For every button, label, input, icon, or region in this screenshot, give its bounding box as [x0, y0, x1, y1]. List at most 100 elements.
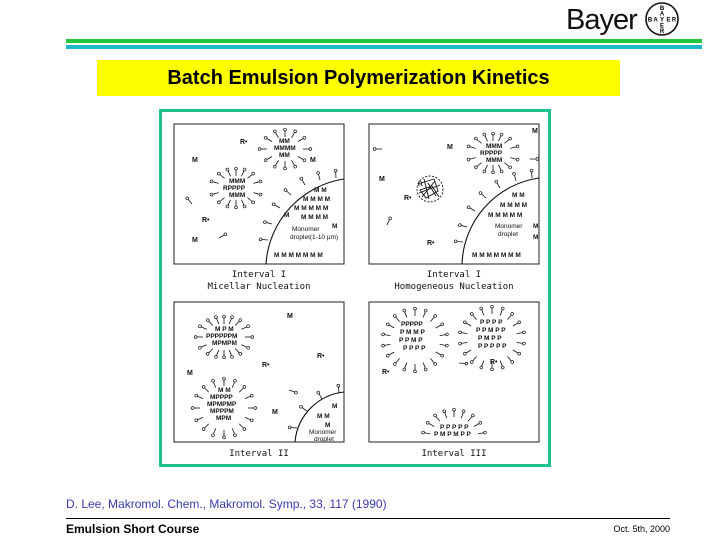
slide-title-box: Batch Emulsion Polymerization Kinetics	[97, 60, 620, 96]
micelle-nucleated: MMM RPPPP MMM	[209, 166, 263, 210]
svg-text:P P P P: P P P P	[403, 345, 426, 352]
svg-text:M: M	[284, 212, 289, 219]
caption-interval-1b: Interval I	[427, 270, 481, 280]
svg-text:M: M	[379, 176, 385, 183]
svg-text:M M: M M	[512, 192, 525, 199]
panel-interval-1-micellar: R• M M R• M MM MMMM MM	[173, 123, 345, 292]
caption-interval-1a: Interval I	[232, 270, 286, 280]
svg-text:A: A	[660, 12, 665, 18]
svg-text:M: M	[192, 237, 198, 244]
panel-interval-1-homogeneous: M M M R• R• MMM RPPPP MMM	[368, 123, 540, 292]
panel-interval-3: R• R• PPPPP P M M P P P M P P P P P	[368, 301, 540, 459]
footer-divider	[66, 518, 670, 519]
svg-text:P P P P P: P P P P P	[440, 424, 469, 431]
caption-interval-2: Interval II	[229, 449, 289, 459]
footer-date: Oct. 5th, 2000	[613, 524, 670, 534]
caption-interval-3: Interval III	[421, 449, 486, 459]
svg-text:R: R	[672, 18, 677, 24]
svg-text:M: M	[287, 313, 293, 320]
oligomer-coil: R	[416, 175, 444, 203]
svg-text:Y: Y	[660, 18, 664, 24]
footer-course-title: Emulsion Short Course	[66, 522, 200, 536]
svg-text:R: R	[660, 29, 665, 35]
slide-title: Batch Emulsion Polymerization Kinetics	[167, 66, 550, 89]
svg-text:R•: R•	[240, 139, 248, 146]
svg-text:M: M	[325, 422, 330, 429]
svg-text:P M M P: P M M P	[400, 329, 425, 336]
svg-text:P P P P P: P P P P P	[478, 343, 507, 350]
svg-text:MPM: MPM	[216, 415, 231, 422]
svg-text:droplet(1-10 µm): droplet(1-10 µm)	[290, 234, 338, 241]
svg-text:M: M	[332, 223, 337, 230]
svg-text:M M M M M M M: M M M M M M M	[472, 252, 521, 259]
svg-text:Monomer: Monomer	[292, 226, 320, 233]
svg-text:R•: R•	[317, 353, 325, 360]
svg-text:PPPPPPM: PPPPPPM	[206, 333, 237, 340]
bayer-cross-logo-icon: B A Y E R B A E R	[645, 2, 679, 36]
svg-text:MMM: MMM	[486, 143, 502, 150]
svg-text:MPPPP: MPPPP	[210, 394, 233, 401]
svg-text:A: A	[653, 18, 658, 24]
svg-text:R•: R•	[404, 195, 412, 202]
svg-text:M M M M M M M: M M M M M M M	[274, 252, 323, 259]
svg-text:MM: MM	[279, 152, 290, 159]
svg-text:R•: R•	[382, 369, 390, 376]
svg-text:Monomer: Monomer	[309, 429, 337, 436]
svg-text:B: B	[648, 18, 653, 24]
svg-text:M: M	[187, 370, 193, 377]
bayer-logo-text: Bayer	[566, 4, 638, 36]
svg-text:E: E	[666, 18, 670, 24]
svg-text:R: R	[418, 181, 423, 188]
svg-text:M: M	[192, 157, 198, 164]
interval-diagram: R• M M R• M MM MMMM MM	[173, 123, 540, 459]
svg-text:M: M	[532, 128, 538, 135]
caption-micellar-nucleation: Micellar Nucleation	[208, 282, 311, 292]
svg-text:M M M M: M M M M	[301, 214, 328, 221]
svg-text:RPPPP: RPPPP	[480, 150, 503, 157]
svg-text:M M M M: M M M M	[303, 196, 330, 203]
svg-text:MPMPM: MPMPM	[212, 340, 237, 347]
svg-text:R•: R•	[262, 362, 270, 369]
svg-text:M M M M M: M M M M M	[488, 212, 522, 219]
svg-text:M: M	[533, 223, 538, 230]
header-stripe-cyan	[66, 45, 702, 49]
svg-text:RPPPP: RPPPP	[223, 185, 246, 192]
svg-text:M: M	[533, 234, 538, 241]
svg-text:R•: R•	[202, 217, 210, 224]
svg-text:P M P M P P: P M P M P P	[434, 431, 472, 438]
svg-text:P P M P P: P P M P P	[476, 327, 506, 334]
svg-text:droplet: droplet	[314, 436, 334, 443]
svg-text:P P M P: P P M P	[399, 337, 423, 344]
svg-text:MM: MM	[279, 138, 290, 145]
svg-text:M M M M M: M M M M M	[294, 205, 328, 212]
svg-text:B: B	[660, 6, 665, 12]
svg-text:MMM: MMM	[229, 192, 245, 199]
svg-text:MMM: MMM	[486, 157, 502, 164]
svg-text:MMM: MMM	[229, 178, 245, 185]
svg-text:M: M	[447, 144, 453, 151]
svg-text:E: E	[660, 24, 664, 30]
svg-text:P M P P: P M P P	[478, 335, 502, 342]
svg-text:Monomer: Monomer	[495, 223, 523, 230]
svg-text:P P P P: P P P P	[480, 319, 503, 326]
panel-interval-2: M R• R• M M M P M PPPPPPM MPMPM	[173, 301, 345, 459]
svg-text:M: M	[272, 409, 278, 416]
svg-text:MPMPMP: MPMPMP	[207, 401, 237, 408]
svg-text:PPPPP: PPPPP	[401, 321, 423, 328]
svg-text:droplet: droplet	[498, 231, 518, 238]
micelle-monomer-swollen: MM MMMM MM	[257, 127, 313, 171]
svg-text:R•: R•	[427, 240, 435, 247]
svg-text:M P M: M P M	[215, 326, 234, 333]
caption-homogeneous-nucleation: Homogeneous Nucleation	[394, 282, 513, 292]
svg-text:M: M	[332, 403, 337, 410]
svg-text:M M: M M	[317, 413, 330, 420]
svg-text:M M M M: M M M M	[500, 202, 527, 209]
citation: D. Lee, Makromol. Chem., Makromol. Symp.…	[66, 497, 387, 511]
svg-text:M M: M M	[314, 187, 327, 194]
kinetics-figure: R• M M R• M MM MMMM MM	[159, 109, 551, 467]
header-stripe-green	[66, 39, 702, 43]
svg-text:MPPPM: MPPPM	[210, 408, 234, 415]
svg-text:R•: R•	[490, 359, 498, 366]
svg-text:M M: M M	[218, 387, 231, 394]
svg-text:MMMM: MMMM	[274, 145, 296, 152]
